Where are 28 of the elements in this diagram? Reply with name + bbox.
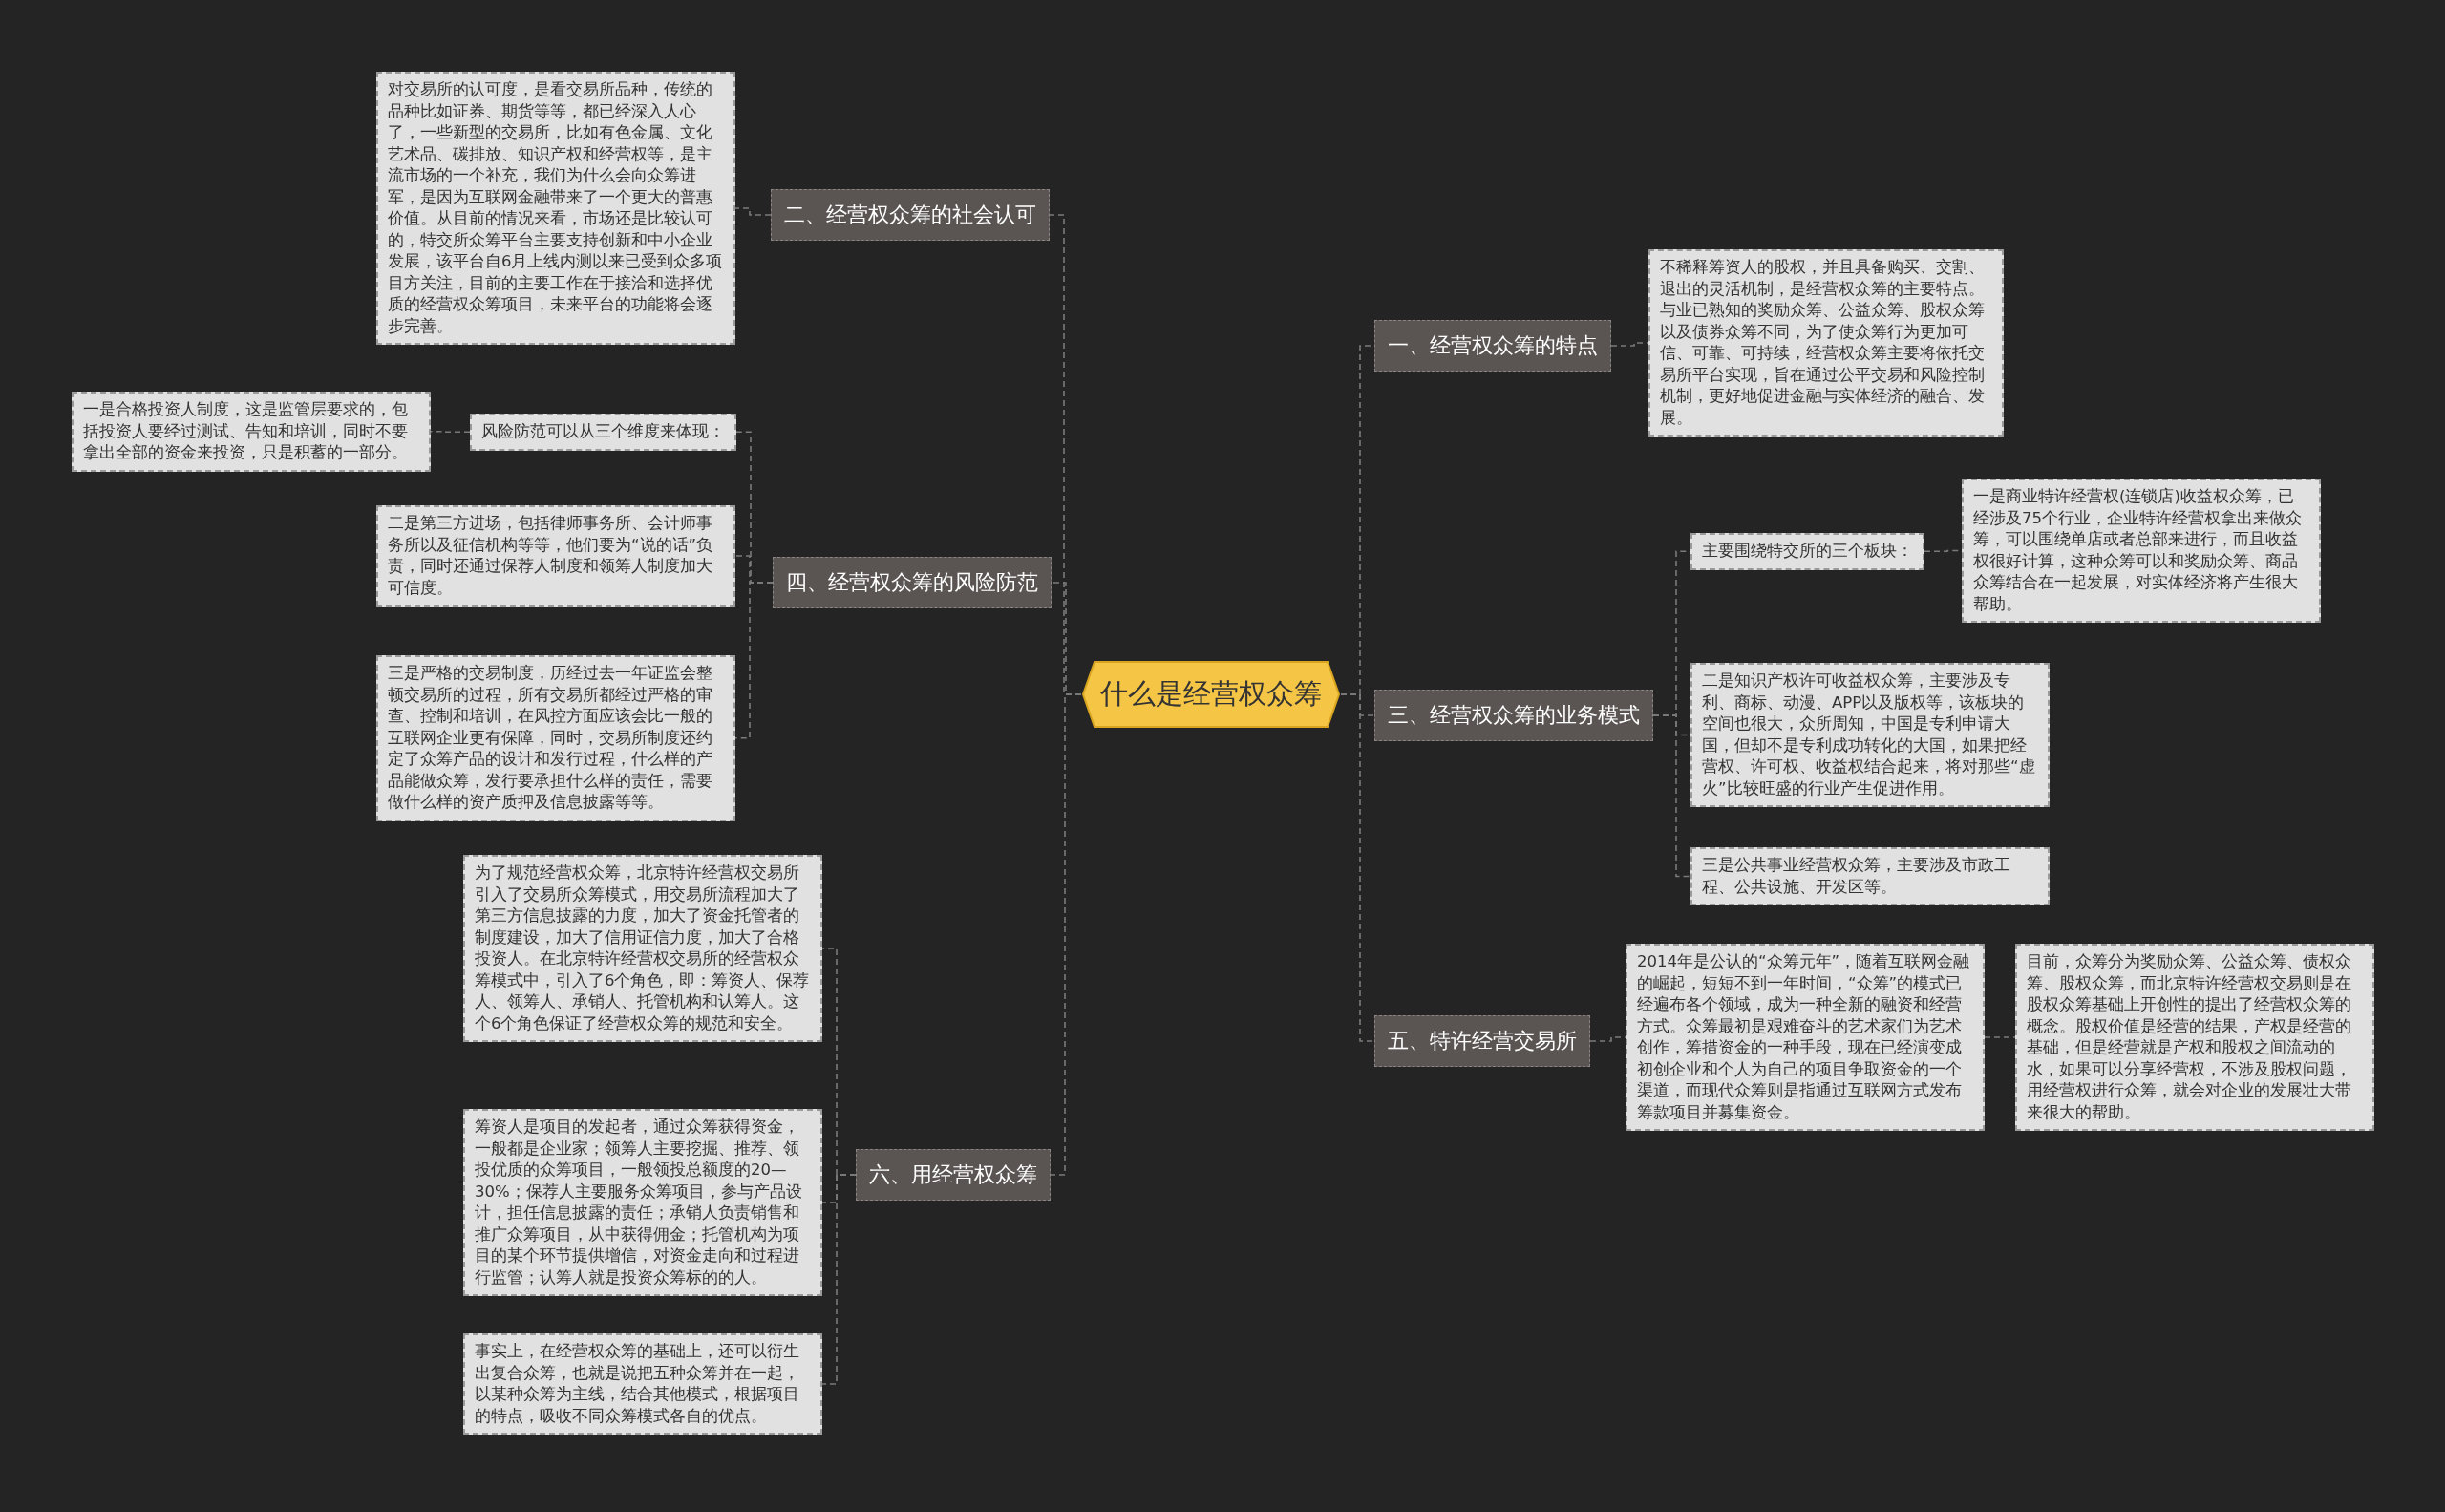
note-box: 二是知识产权许可收益权众筹，主要涉及专利、商标、动漫、APP以及版权等，该板块的空间也很大，众所周知，中国是专利申请大国，但却不是专利成功转化的大国，如果把经营权、许可权、收益权结合起来，将对那些“虚火”比较旺盛的行业产生促进作用。: [1690, 663, 2050, 807]
note-box: 一是商业特许经营权(连锁店)收益权众筹，已经涉及75个行业，企业特许经营权拿出来做众筹，可以围绕单店或者总部来进行，而且收益权很好计算，这种众筹可以和奖励众筹、商品众筹结合在一起发展，对实体经济将产生很大帮助。: [1962, 479, 2321, 623]
connector-line: [734, 582, 774, 739]
connector-line: [1610, 342, 1649, 347]
topic-box: 六、用经营权众筹: [856, 1149, 1051, 1201]
note-box: 主要围绕特交所的三个板块：: [1690, 533, 1924, 570]
topic-box: 一、经营权众筹的特点: [1374, 320, 1611, 372]
note-box: 一是合格投资人制度，这是监管层要求的，包括投资人要经过测试、告知和培训，同时不要拿出全部的资金来投资，只是积蓄的一部分。: [72, 392, 431, 472]
topic-box: 五、特许经营交易所: [1374, 1015, 1590, 1067]
connector-line: [1652, 714, 1691, 878]
topic-box: 四、经营权众筹的风险防范: [773, 557, 1052, 608]
connector-line: [821, 1174, 857, 1385]
note-box: 为了规范经营权众筹，北京特许经营权交易所引入了交易所众筹模式，用交易所流程加大了第三方信息披露的力度，加大了资金托管者的制度建设，加大了信用证信力度，加大了合格投资人。在北京特许经营权交易所的经营权众筹模式中，引入了6个角色，即：筹资人、保荐人、领筹人、承销人、托管机构和认筹人。这个6个角色保证了经营权众筹的规范和安全。: [463, 855, 822, 1042]
topic-box: 二、经营权众筹的社会认可: [771, 189, 1050, 241]
connector-line: [1984, 1036, 2016, 1038]
note-box: 筹资人是项目的发起者，通过众筹获得资金，一般都是企业家；领筹人主要挖掘、推荐、领投优质的众筹项目，一般领投总额度的20—30%；保荐人主要服务众筹项目，参与产品设计，担任信息披露的责任；承销人负责销售和推广众筹项目，从中获得佣金；托管机构为项目的某个环节提供增信，对资金走向和过程进行监管；认筹人就是投资众筹标的的人。: [463, 1109, 822, 1296]
topic-box: 三、经营权众筹的业务模式: [1374, 690, 1653, 741]
note-box: 不稀释筹资人的股权，并且具备购买、交割、退出的灵活机制，是经营权众筹的主要特点。与业已熟知的奖励众筹、公益众筹、股权众筹以及债券众筹不同，为了使众筹行为更加可信、可靠、可持续，经营权众筹主要将依托交易所平台实现，旨在通过公平交易和风险控制机制，更好地促进金融与实体经济的融合、发展。: [1648, 249, 2004, 437]
note-box: 2014年是公认的“众筹元年”，随着互联网金融的崛起，短短不到一年时间，“众筹”的模式已经遍布各个领域，成为一种全新的融资和经营方式。众筹最初是艰难奋斗的艺术家们为艺术创作，筹措资金的一种手段，现在已经演变成初创企业和个人为自己的项目争取资金的一个渠道，而现代众筹则是指通过互联网方式发布筹款项目并募集资金。: [1626, 944, 1985, 1131]
note-box: 二是第三方进场，包括律师事务所、会计师事务所以及征信机构等等，他们要为“说的话”负责，同时还通过保荐人制度和领筹人制度加大可信度。: [376, 505, 735, 607]
central-topic: 什么是经营权众筹: [1081, 660, 1341, 729]
note-box: 对交易所的认可度，是看交易所品种，传统的品种比如证券、期货等等，都已经深入人心了，一些新型的交易所，比如有色金属、文化艺术品、碳排放、知识产权和经营权等，是主流市场的一个补充，我们为什么会向众筹进军，是因为互联网金融带来了一个更大的普惠价值。从目前的情况来看，市场还是比较认可的，特交所众筹平台主要支持创新和中小企业发展，该平台自6月上线内测以来已受到众多项目方关注，目前的主要工作在于接洽和选择优质的经营权众筹项目，未来平台的功能将会逐步完善。: [376, 72, 735, 345]
note-box: 事实上，在经营权众筹的基础上，还可以衍生出复合众筹，也就是说把五种众筹并在一起，以某种众筹为主线，结合其他模式，根据项目的特点，吸收不同众筹模式各自的优点。: [463, 1333, 822, 1435]
note-box: 三是公共事业经营权众筹，主要涉及市政工程、公共设施、开发区等。: [1690, 847, 2050, 905]
note-box: 目前，众筹分为奖励众筹、公益众筹、债权众筹、股权众筹，而北京特许经营权交易则是在股权众筹基础上开创性的提出了经营权众筹的概念。股权价值是经营的结果，产权是经营的基础，但是经营就是产权和股权之间流动的水，如果可以分享经营权，不涉及股权问题，用经营权进行众筹，就会对企业的发展壮大带来很大的帮助。: [2015, 944, 2374, 1131]
note-box: 三是严格的交易制度，历经过去一年证监会整顿交易所的过程，所有交易所都经过严格的审查、控制和培训，在风控方面应该会比一般的互联网企业更有保障，同时，交易所制度还约定了众筹产品的设计和发行过程，什么样的产品能做众筹，发行要承担什么样的责任，需要做什么样的资产质押及信息披露等等。: [376, 655, 735, 821]
connector-line: [734, 207, 772, 216]
note-box: 风险防范可以从三个维度来体现：: [470, 414, 736, 451]
